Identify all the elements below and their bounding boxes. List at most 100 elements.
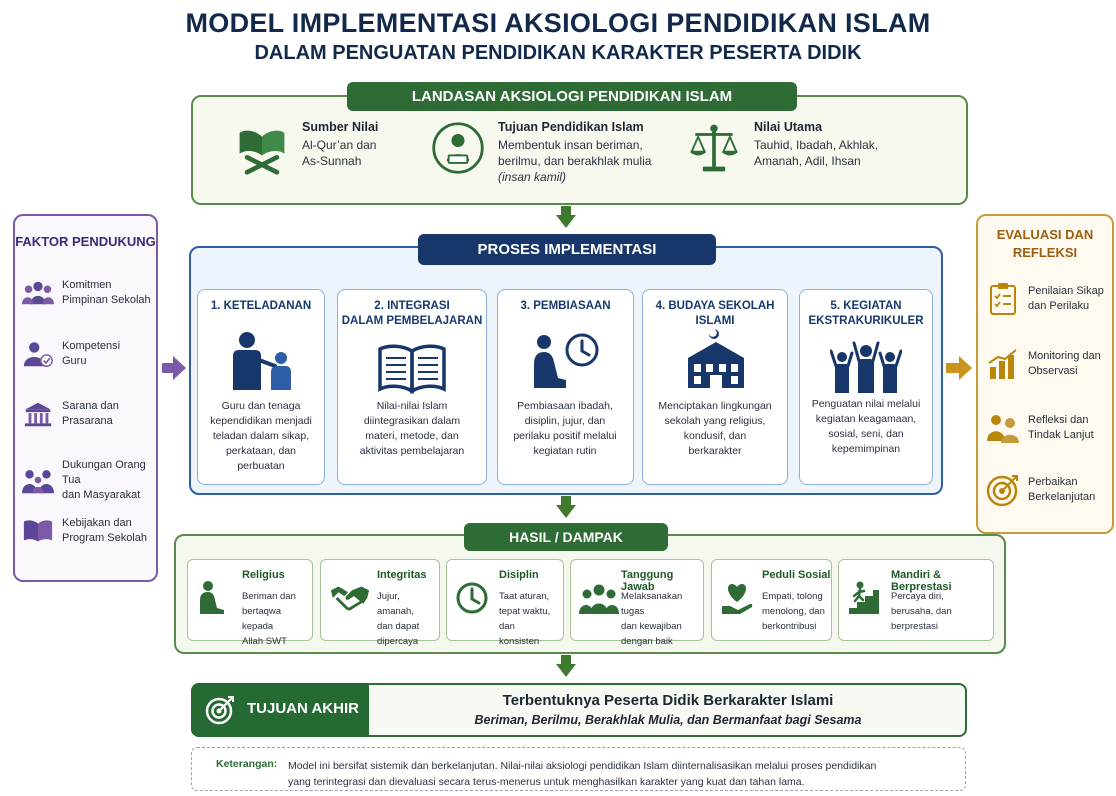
evaluasi-header-line: EVALUASI DAN bbox=[996, 227, 1094, 242]
hasil-card-line: Empati, tolong bbox=[762, 591, 823, 602]
proses-card-title: 4. BUDAYA SEKOLAH ISLAMI bbox=[642, 299, 788, 329]
discussion-icon bbox=[987, 415, 1019, 443]
evaluasi-item-line: Tindak Lanjut bbox=[1028, 429, 1094, 441]
target-icon bbox=[986, 475, 1018, 507]
keterangan-box bbox=[191, 747, 966, 791]
faktor-panel bbox=[13, 214, 158, 582]
hasil-card-line: konsisten bbox=[499, 636, 540, 647]
building-icon bbox=[24, 402, 52, 427]
landasan-item-title: Nilai Utama bbox=[754, 120, 823, 134]
hasil-card-line: berusaha, dan bbox=[891, 606, 952, 617]
tujuan-subtitle: Beriman, Berilmu, Berakhlak Mulia, dan B… bbox=[474, 713, 862, 727]
landasan-item-line: Al-Qur’an dan bbox=[302, 138, 377, 152]
faktor-item-line: Program Sekolah bbox=[62, 532, 147, 544]
faktor-item-line: Pimpinan Sekolah bbox=[62, 294, 151, 306]
climbing-stairs-icon bbox=[849, 581, 879, 614]
praying-person-icon bbox=[200, 581, 224, 614]
proses-card-description: Nilai-nilai Islam diintegrasikan dalam m… bbox=[350, 399, 474, 459]
people-group-icon bbox=[22, 281, 54, 305]
proses-card-title-line: ISLAMI bbox=[695, 315, 735, 327]
proses-card-line: Penguatan nilai melalui bbox=[811, 398, 921, 410]
landasan-item-line: (insan kamil) bbox=[498, 170, 567, 184]
hasil-card-title: Peduli Sosial bbox=[762, 569, 831, 581]
proses-card-line: kepemimpinan bbox=[831, 443, 901, 455]
proses-card-line: kependidikan menjadi bbox=[210, 415, 312, 427]
target-icon bbox=[205, 696, 234, 725]
hasil-card-line: Jujur, amanah, bbox=[377, 591, 414, 617]
proses-card-title-line: 4. BUDAYA SEKOLAH bbox=[655, 300, 775, 312]
student-reading-icon bbox=[432, 122, 484, 174]
proses-card-line: sekolah yang religius, bbox=[664, 415, 766, 427]
bar-chart-icon bbox=[988, 349, 1017, 379]
teacher-check-icon bbox=[23, 342, 53, 367]
hasil-card-title: Religius bbox=[242, 569, 285, 581]
team-icon bbox=[579, 584, 619, 614]
tujuan-label: TUJUAN AKHIR bbox=[247, 700, 359, 717]
proses-card-title: 1. KETELADANAN bbox=[197, 299, 325, 314]
landasan-item-line: Tauhid, Ibadah, Akhlak, bbox=[754, 138, 879, 152]
hasil-card-title: Mandiri & Berprestasi bbox=[891, 569, 952, 593]
evaluasi-item-line: Monitoring dan bbox=[1028, 350, 1101, 362]
proses-card-description: Menciptakan lingkungan sekolah yang reli… bbox=[653, 399, 777, 459]
evaluasi-header-line: REFLEKSI bbox=[1012, 245, 1078, 260]
page-subtitle: DALAM PENGUATAN PENDIDIKAN KARAKTER PESE… bbox=[254, 42, 862, 64]
proses-card-line: Nilai-nilai Islam bbox=[376, 400, 448, 412]
proses-card-line: Guru dan tenaga bbox=[221, 400, 301, 412]
hasil-card-line: dan dapat bbox=[377, 621, 420, 632]
proses-card-line: kegiatan keagamaan, bbox=[815, 413, 917, 425]
landasan-item-line: Membentuk insan beriman, bbox=[498, 138, 643, 152]
evaluasi-item-line: Penilaian Sikap bbox=[1028, 285, 1104, 297]
hasil-card-line: Taat aturan, bbox=[499, 591, 550, 602]
landasan-header: LANDASAN AKSIOLOGI PENDIDIKAN ISLAM bbox=[347, 82, 797, 111]
landasan-item-nilai-utama: Nilai Utama Tauhid, Ibadah, Akhlak, Aman… bbox=[686, 120, 878, 176]
landasan-item-line: As-Sunnah bbox=[302, 154, 362, 168]
proses-card-line: kondusif, dan bbox=[683, 430, 747, 442]
handshake-icon bbox=[330, 586, 370, 611]
family-icon bbox=[22, 469, 54, 493]
proses-card-line: perbuatan bbox=[237, 460, 285, 472]
proses-card-line: Pembiasaan ibadah, bbox=[517, 400, 613, 412]
heart-hand-icon bbox=[722, 584, 753, 614]
hasil-header: HASIL / DAMPAK bbox=[464, 523, 668, 551]
keterangan-text: Model ini bersifat sistemik dan berkelan… bbox=[288, 758, 958, 790]
page-title: MODEL IMPLEMENTASI AKSIOLOGI PENDIDIKAN … bbox=[185, 8, 931, 38]
proses-card-title-line: 2. INTEGRASI bbox=[374, 300, 450, 312]
proses-card-title: 2. INTEGRASI DALAM PEMBELAJARAN bbox=[337, 299, 487, 329]
prayer-clock-icon bbox=[534, 333, 599, 388]
proses-card-title-line: DALAM PEMBELAJARAN bbox=[341, 315, 483, 327]
landasan-item-title: Tujuan Pendidikan Islam bbox=[498, 120, 644, 134]
hasil-card-line: Beriman dan bbox=[242, 591, 296, 602]
proses-card-title-line: 5. KEGIATAN bbox=[830, 300, 902, 312]
hasil-card-title: Integritas bbox=[377, 569, 427, 581]
hasil-card-title: Tanggung Jawab bbox=[621, 569, 674, 593]
faktor-item-line: Kebijakan dan bbox=[62, 517, 132, 529]
tujuan-title: Terbentuknya Peserta Didik Berkarakter I… bbox=[502, 692, 834, 709]
hasil-card-line: dan kewajiban bbox=[621, 621, 682, 632]
open-book-icon bbox=[23, 520, 53, 542]
landasan-item-line: berilmu, dan berakhlak mulia bbox=[498, 154, 652, 168]
proses-card-title-line: 1. KETELADANAN bbox=[210, 300, 312, 312]
hasil-card-line: berprestasi bbox=[891, 621, 938, 632]
landasan-item-tujuan: Tujuan Pendidikan Islam Membentuk insan … bbox=[430, 120, 651, 185]
evaluasi-item-line: Refleksi dan bbox=[1028, 414, 1089, 426]
clock-icon bbox=[456, 582, 488, 614]
hasil-card-title: Disiplin bbox=[499, 569, 539, 581]
hasil-card-line: dengan baik bbox=[621, 636, 673, 647]
hasil-card-line: Allah SWT bbox=[242, 636, 287, 647]
faktor-item-line: Kompetensi bbox=[62, 340, 121, 352]
clipboard-check-icon bbox=[990, 283, 1016, 315]
landasan-item-title: Sumber Nilai bbox=[302, 120, 379, 134]
